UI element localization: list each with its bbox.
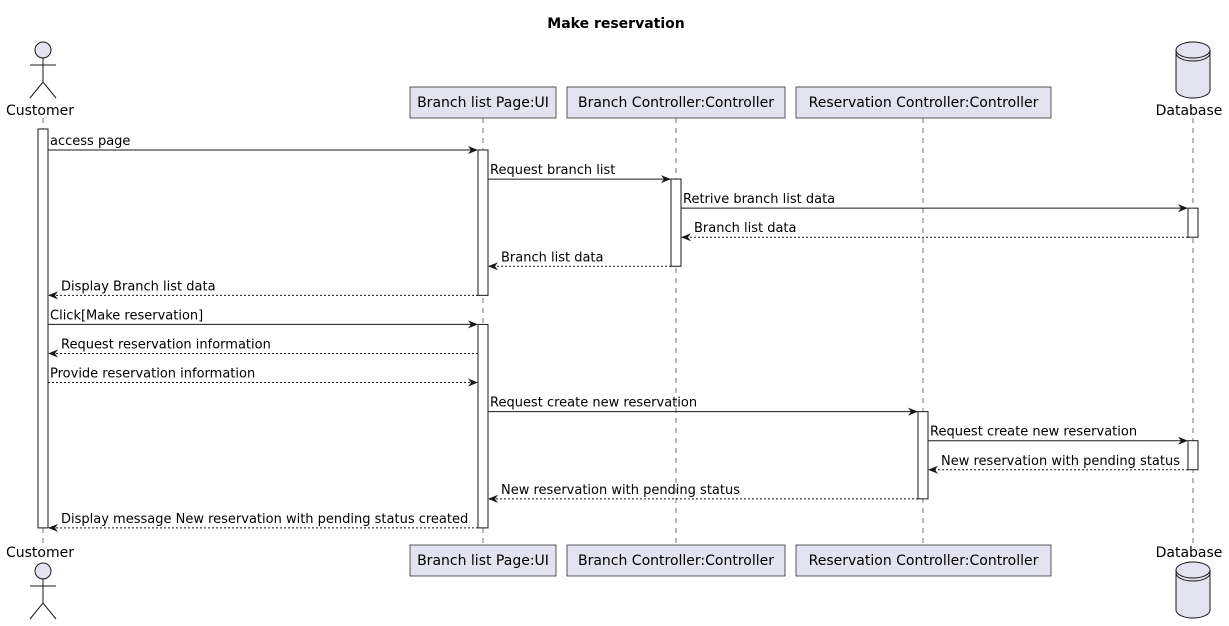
participant-database: Database <box>1156 41 1223 119</box>
database-cylinder <box>1175 41 1211 99</box>
activation-bar-ui <box>477 323 489 529</box>
database-rim <box>1175 52 1211 62</box>
message-label: Request create new reservation <box>930 425 1137 440</box>
participants-top: Customer Branch list Page:UI Branch Contro… <box>6 41 1223 119</box>
participant-customer: Customer <box>6 545 74 620</box>
participant-ui: Branch list Page:UI <box>409 86 557 119</box>
participant-label: Database <box>1156 545 1223 561</box>
participant-label: Branch list Page:UI <box>417 95 549 111</box>
lifelines <box>42 118 1194 545</box>
message-label: Display Branch list data <box>61 279 216 294</box>
message-label: New reservation with pending status <box>501 483 740 498</box>
participant-customer: Customer <box>6 41 74 119</box>
activation-bar-branch_ctrl <box>670 178 682 267</box>
participant-box <box>409 544 557 577</box>
activation-bar-customer <box>37 128 49 529</box>
participant-box <box>566 86 786 119</box>
actor-legs <box>29 602 57 620</box>
participant-label: Branch list Page:UI <box>417 553 549 569</box>
message-label: Click[Make reservation] <box>50 308 203 323</box>
activation-bar-database <box>1187 207 1199 238</box>
participant-database: Database <box>1156 545 1223 619</box>
message-label: Request create new reservation <box>490 396 697 411</box>
participant-label: Reservation Controller:Controller <box>809 95 1039 111</box>
message-label: Branch list data <box>694 221 797 236</box>
actor-head <box>34 41 52 59</box>
database-rim <box>1175 569 1211 579</box>
database-rim <box>1175 572 1211 582</box>
participant-label: Branch Controller:Controller <box>578 553 774 569</box>
message-label: Retrive branch list data <box>683 192 835 207</box>
participant-label: Reservation Controller:Controller <box>809 553 1039 569</box>
actor-legs <box>29 81 57 99</box>
diagram-title: Make reservation <box>547 16 684 32</box>
database-cylinder <box>1175 561 1211 619</box>
activation-bar-ui <box>477 149 489 296</box>
message-label: Request branch list <box>490 163 615 178</box>
participant-ui: Branch list Page:UI <box>409 544 557 577</box>
participant-res_ctrl: Reservation Controller:Controller <box>795 86 1052 119</box>
participant-box <box>566 544 786 577</box>
participant-label: Customer <box>6 103 74 119</box>
participant-res_ctrl: Reservation Controller:Controller <box>795 544 1052 577</box>
participant-box <box>795 86 1052 119</box>
activation-bars <box>37 128 1199 529</box>
participant-branch_ctrl: Branch Controller:Controller <box>566 544 786 577</box>
participant-box <box>409 86 557 119</box>
message-label: Provide reservation information <box>50 367 255 382</box>
participant-label: Customer <box>6 545 74 561</box>
message-label: Request reservation information <box>61 337 271 352</box>
activation-bar-database <box>1187 440 1199 471</box>
participant-branch_ctrl: Branch Controller:Controller <box>566 86 786 119</box>
message-label: access page <box>50 134 130 149</box>
participant-box <box>795 544 1052 577</box>
participant-label: Branch Controller:Controller <box>578 95 774 111</box>
activation-bar-res_ctrl <box>917 411 929 500</box>
actor-head <box>34 562 52 580</box>
message-label: New reservation with pending status <box>941 454 1180 469</box>
message-label: Display message New reservation with pen… <box>61 512 468 527</box>
database-rim <box>1175 49 1211 59</box>
participant-label: Database <box>1156 103 1223 119</box>
message-label: Branch list data <box>501 250 604 265</box>
